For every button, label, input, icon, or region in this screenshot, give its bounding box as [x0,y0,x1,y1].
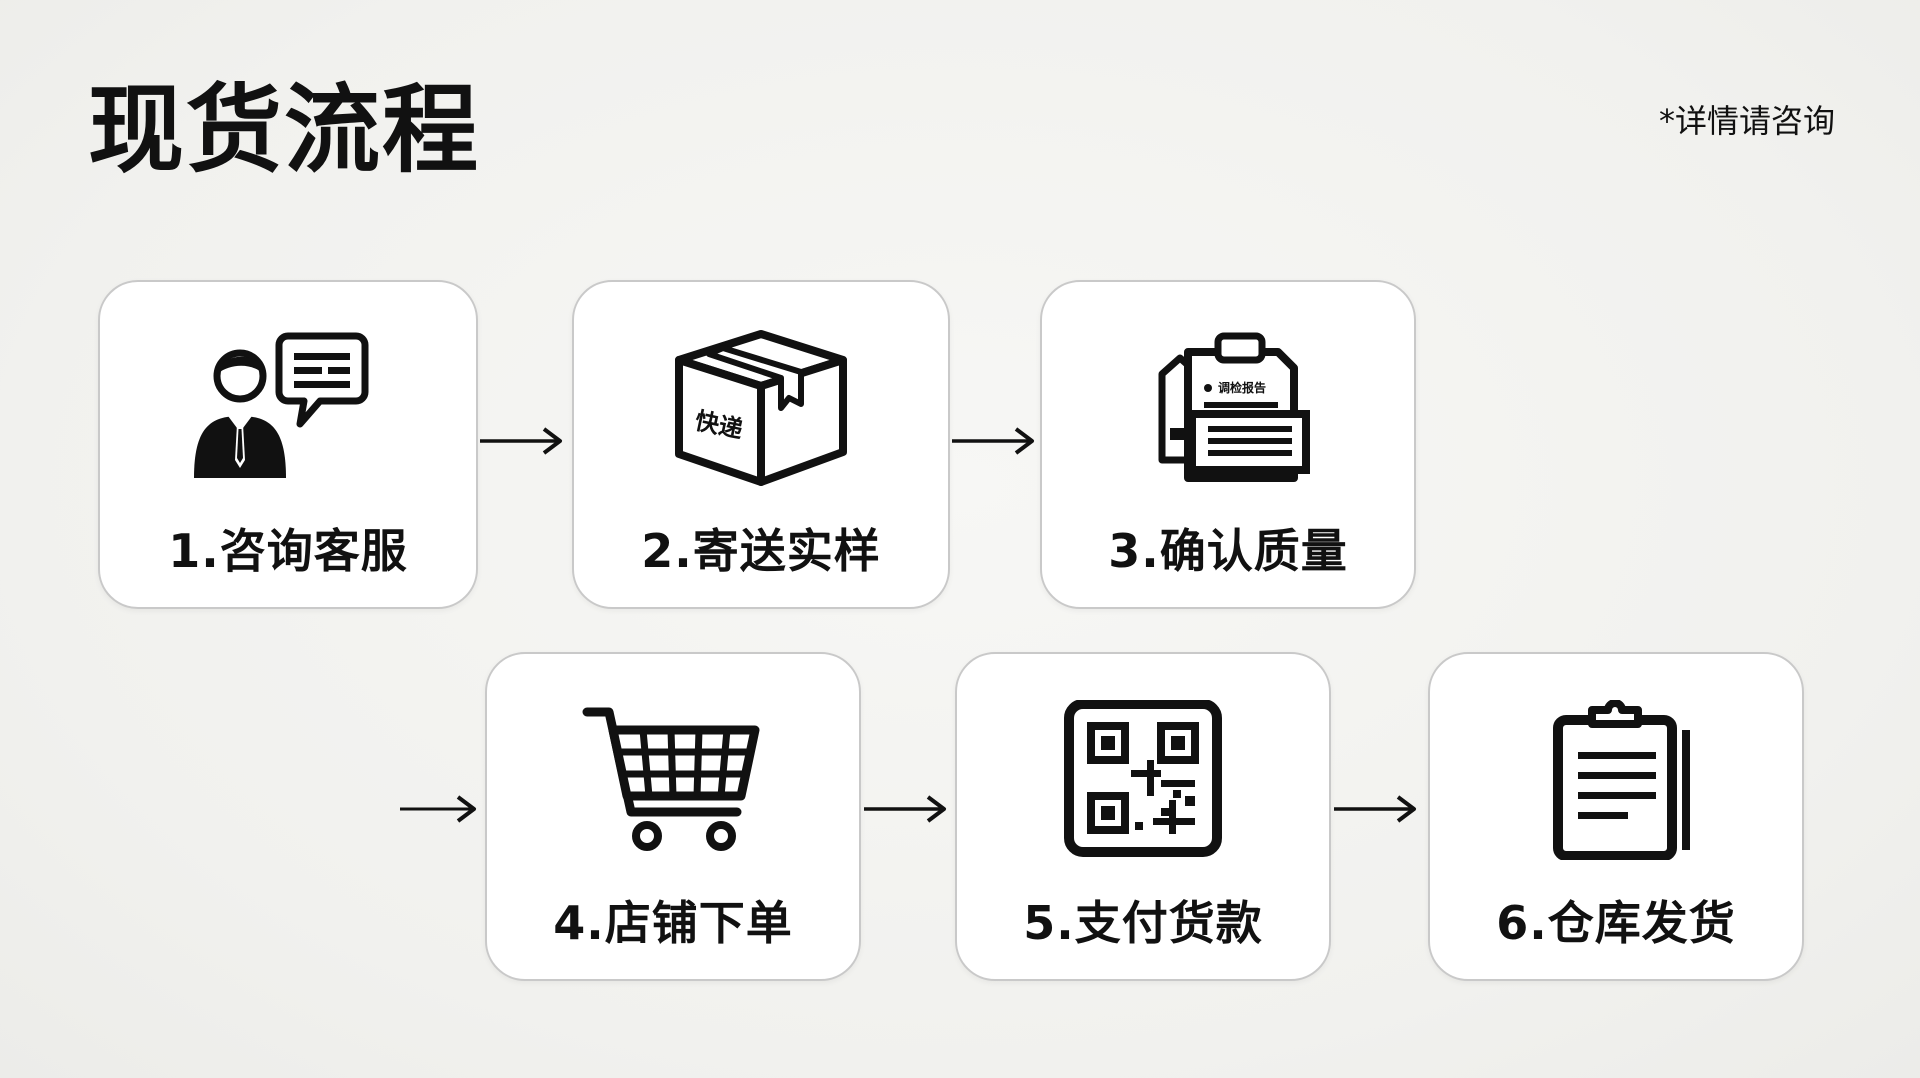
step-label: 3.确认质量 [1108,524,1348,578]
step-label: 5.支付货款 [1023,896,1263,950]
step-card-warehouse-ship: 6.仓库发货 [1428,652,1804,981]
shopping-cart-icon [573,700,773,860]
step-card-place-order: 4.店铺下单 [485,652,861,981]
step-card-confirm-quality: 调检报告 3.确认质量 [1040,280,1416,609]
report-title-text: 调检报告 [1218,380,1266,395]
page-title: 现货流程 [88,74,480,186]
step-card-payment: 5.支付货款 [955,652,1331,981]
step-card-consult: 1.咨询客服 [98,280,478,609]
inspection-report-icon: 调检报告 [1128,328,1328,488]
step-label: 2.寄送实样 [641,524,881,578]
arrow-right-icon [864,795,946,823]
step-label: 1.咨询客服 [168,524,408,578]
step-label: 4.店铺下单 [553,896,793,950]
arrow-right-icon [400,795,476,823]
step-label: 6.仓库发货 [1496,896,1736,950]
inquiry-note: *详情请咨询 [1658,102,1835,140]
arrow-right-icon [952,427,1034,455]
arrow-right-icon [480,427,562,455]
arrow-right-icon [1334,795,1416,823]
clipboard-icon [1516,700,1716,860]
package-box-icon: 快递 [661,328,861,488]
step-card-send-sample: 快递 2.寄送实样 [572,280,950,609]
qr-code-icon [1043,700,1243,860]
customer-service-icon [188,328,388,488]
